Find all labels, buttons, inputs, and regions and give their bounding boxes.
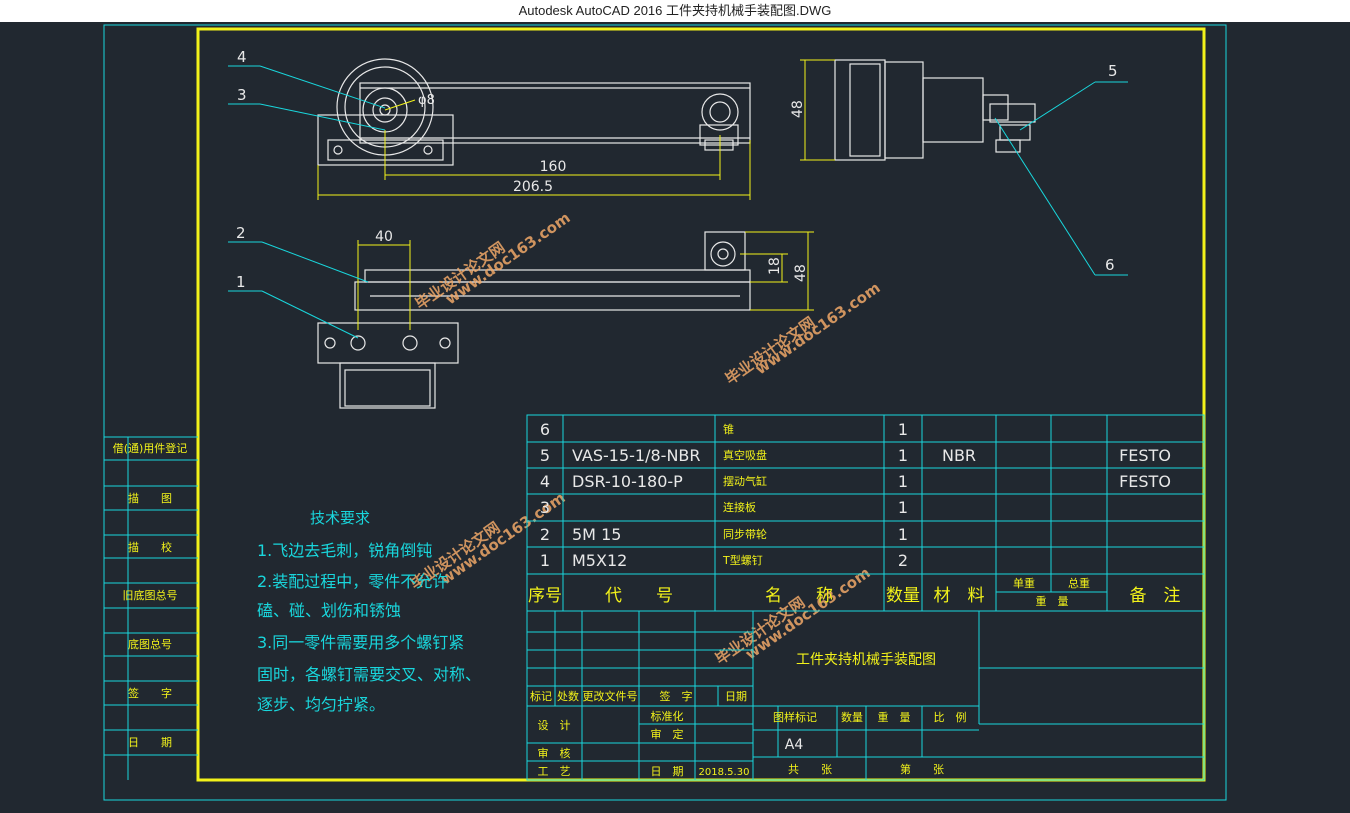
- strip-label-3: 旧底图总号: [123, 588, 178, 602]
- tech-line-4: 固时，各螺钉需要交叉、对称、: [257, 665, 481, 684]
- bom-cell-mat: NBR: [942, 446, 976, 465]
- bom-cell-name: 连接板: [723, 500, 756, 514]
- cad-drawing: 借(通)用件登记 描 图 描 校 旧底图总号 底图总号 签 字 日 期 160: [103, 24, 1227, 801]
- tech-line-1: 2.装配过程中，零件不允许: [257, 572, 448, 591]
- bom-cell-name: 摆动气缸: [723, 474, 767, 488]
- watermark-url-2: www.doc163.com: [752, 279, 884, 379]
- bom-h-no: 序号: [528, 586, 562, 606]
- strip-label-6: 日 期: [128, 736, 172, 749]
- bom-cell-name: 锥: [723, 423, 734, 436]
- bom-h-note: 备 注: [1130, 586, 1181, 606]
- tb-size: A4: [785, 737, 804, 753]
- rev-h-1: 处数: [557, 690, 579, 703]
- bom-h-mat: 材 料: [934, 586, 985, 606]
- bom-cell-note: FESTO: [1119, 472, 1171, 491]
- dim-18: 18: [767, 257, 783, 275]
- bom-cell-no: 4: [540, 472, 550, 491]
- strip-label-2: 描 校: [128, 540, 172, 554]
- window-title: Autodesk AutoCAD 2016 工件夹持机械手装配图.DWG: [518, 3, 832, 18]
- bom-cell-qty: 1: [898, 446, 908, 465]
- tb-weight: 重 量: [878, 710, 911, 724]
- tb-date-label: 日 期: [651, 765, 684, 778]
- rev-h-4: 日期: [725, 690, 747, 703]
- dim-160: 160: [540, 159, 567, 175]
- balloon-leaders-top: 4 3: [228, 48, 386, 131]
- front-view[interactable]: 160 206.5 φ8: [317, 58, 751, 200]
- balloon-5: 5: [1108, 62, 1118, 80]
- dim-phi8: φ8: [418, 93, 435, 108]
- bom-h-name: 名 称: [765, 586, 833, 606]
- rev-h-3: 签 字: [660, 689, 693, 703]
- bom-cell-qty: 2: [898, 551, 908, 570]
- tb-date: 2018.5.30: [699, 767, 750, 778]
- bom-h-qty: 数量: [886, 586, 920, 606]
- balloon-4: 4: [237, 48, 247, 66]
- bom-h-code: 代 号: [605, 586, 673, 606]
- tb-qty: 数量: [841, 711, 863, 724]
- bom-h-weight: 重 量: [1036, 594, 1069, 608]
- bom-cell-code: VAS-15-1/8-NBR: [572, 446, 701, 465]
- bom-cell-qty: 1: [898, 525, 908, 544]
- rev-h-0: 标记: [530, 689, 552, 703]
- balloon-2: 2: [236, 224, 246, 242]
- tech-line-5: 逐步、均匀拧紧。: [257, 695, 385, 714]
- left-record-strip: 借(通)用件登记 描 图 描 校 旧底图总号 底图总号 签 字 日 期: [104, 436, 198, 780]
- tech-line-0: 1.飞边去毛刺，锐角倒钝: [257, 541, 432, 560]
- bom-cell-no: 5: [540, 446, 550, 465]
- tb-check: 审 核: [538, 746, 571, 760]
- tb-design: 设 计: [538, 719, 571, 732]
- balloon-6: 6: [1105, 256, 1115, 274]
- technical-requirements: 技术要求 1.飞边去毛刺，锐角倒钝 2.装配过程中，零件不允许 磕、碰、划伤和锈…: [257, 509, 481, 714]
- top-view[interactable]: 40 18 48 2 1: [228, 224, 814, 409]
- tb-scale: 比 例: [934, 710, 967, 724]
- bom-cell-code: 5M 15: [572, 525, 621, 544]
- watermark-url-4: www.doc163.com: [742, 564, 874, 664]
- outer-frame: [103, 24, 1227, 801]
- strip-label-4: 底图总号: [128, 637, 172, 651]
- strip-label-1: 描 图: [128, 491, 172, 505]
- title-block[interactable]: 工件夹持机械手装配图 标记 处数 更改文件号 签 字 日期 设 计 标准化 审 …: [526, 610, 1205, 781]
- balloon-3: 3: [237, 86, 247, 104]
- bom-cell-qty: 1: [898, 498, 908, 517]
- tb-process: 工 艺: [538, 765, 571, 778]
- bom-cell-qty: 1: [898, 420, 908, 439]
- watermark-url-1: www.doc163.com: [442, 209, 574, 309]
- bom-cell-no: 6: [540, 420, 550, 439]
- tb-sheets-total: 共 张: [788, 763, 832, 776]
- tb-stage-mark: 图样标记: [773, 710, 817, 724]
- strip-label-5: 签 字: [128, 686, 172, 700]
- balloon-1: 1: [236, 273, 246, 291]
- bom-cell-no: 2: [540, 525, 550, 544]
- drawing-name: 工件夹持机械手装配图: [796, 652, 936, 668]
- tech-title: 技术要求: [310, 509, 370, 527]
- bom-h-total: 总重: [1068, 576, 1090, 590]
- bom-cell-name: T型螺钉: [722, 553, 763, 567]
- bom-cell-no: 3: [540, 498, 550, 517]
- bom-h-single: 单重: [1013, 576, 1035, 590]
- bom-cell-qty: 1: [898, 472, 908, 491]
- bom-cell-code: DSR-10-180-P: [572, 472, 683, 491]
- tb-sheet-no: 第 张: [900, 762, 944, 776]
- bom-cell-name: 同步带轮: [723, 527, 767, 541]
- bom-cell-no: 1: [540, 551, 550, 570]
- strip-label-0: 借(通)用件登记: [113, 441, 188, 455]
- tb-approve: 审 定: [651, 727, 684, 741]
- dim-40: 40: [375, 229, 393, 245]
- bom-cell-name: 真空吸盘: [723, 448, 767, 462]
- tech-line-2: 磕、碰、划伤和锈蚀: [257, 601, 401, 620]
- rev-h-2: 更改文件号: [583, 689, 638, 703]
- tech-line-3: 3.同一零件需要用多个螺钉紧: [257, 633, 464, 652]
- bom-cell-note: FESTO: [1119, 446, 1171, 465]
- dim-206: 206.5: [513, 179, 553, 195]
- dim-48-top: 48: [793, 264, 809, 282]
- tb-std: 标准化: [651, 709, 684, 723]
- drawing-canvas[interactable]: 借(通)用件登记 描 图 描 校 旧底图总号 底图总号 签 字 日 期 160: [0, 22, 1350, 809]
- bom-cell-code: M5X12: [572, 551, 627, 570]
- window-title-bar: Autodesk AutoCAD 2016 工件夹持机械手装配图.DWG: [0, 0, 1350, 22]
- side-view[interactable]: 48 5 6: [790, 59, 1128, 276]
- dim-48-side: 48: [790, 100, 806, 118]
